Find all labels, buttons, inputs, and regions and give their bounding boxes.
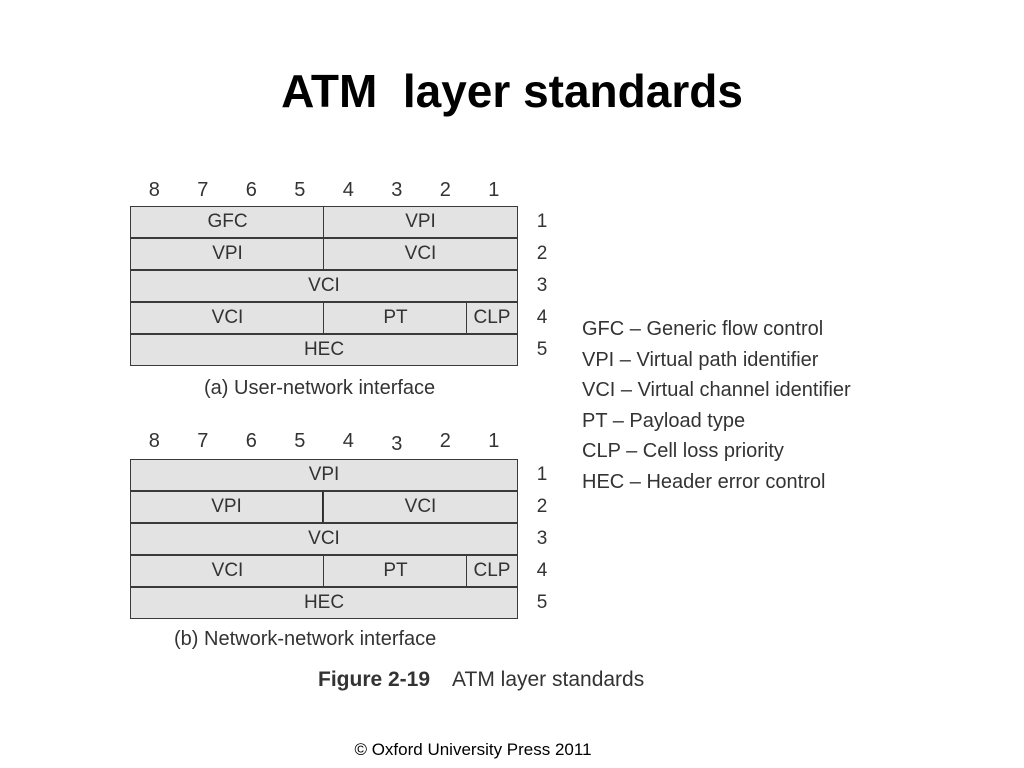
uni-row-5: HEC 5 [130,334,547,366]
bit-number: 6 [245,430,257,452]
nni-vpi-field: VPI [130,459,518,491]
uni-vci-field: VCI [323,238,518,270]
bit-number: 4 [342,179,354,201]
nni-vci-field: VCI [130,555,325,587]
nni-caption: (b) Network-network interface [174,628,437,650]
octet-number: 1 [536,464,548,485]
bit-number: 7 [197,179,209,201]
nni-vci-field: VCI [130,523,518,555]
uni-pt-field: PT [323,302,468,334]
octet-number: 5 [536,592,548,613]
uni-bit-numbers: 8 7 6 5 4 3 2 1 [130,179,518,203]
uni-row-1: GFC VPI 1 [130,206,547,238]
nni-row-4: VCI PT CLP 4 [130,555,547,587]
nni-hec-field: HEC [130,587,518,619]
octet-number: 2 [536,496,548,517]
nni-pt-field: PT [323,555,468,587]
figure-number: Figure 2-19 [318,668,431,691]
nni-clp-field: CLP [466,555,518,587]
octet-number: 3 [536,275,548,296]
nni-bit-numbers: 8 7 6 5 4 3 2 1 [130,430,518,455]
uni-gfc-field: GFC [130,206,325,238]
nni-vpi-field: VPI [130,491,325,523]
uni-vci-field: VCI [130,302,325,334]
abbreviation-legend: GFC – Generic flow control VPI – Virtual… [582,314,851,497]
octet-number: 5 [536,339,548,360]
uni-vci-field: VCI [130,270,518,302]
uni-row-3: VCI 3 [130,270,547,302]
bit-number: 2 [439,179,451,201]
legend-item: HEC – Header error control [582,470,826,493]
bit-number: 8 [148,430,160,452]
legend-item: VCI – Virtual channel identifier [582,379,851,401]
nni-row-3: VCI 3 [130,523,547,555]
nni-row-5: HEC 5 [130,587,547,619]
bit-number: 2 [439,430,451,452]
bit-number: 1 [488,430,500,452]
bit-number: 7 [197,430,209,452]
legend-item: PT – Payload type [582,409,746,432]
bit-number: 6 [245,179,257,201]
figure-caption-text: ATM layer standards [452,668,645,691]
bit-number: 8 [148,179,160,201]
bit-number: 4 [342,430,354,452]
bit-number: 5 [294,430,306,452]
nni-vci-field: VCI [323,491,518,523]
legend-item: VPI – Virtual path identifier [582,348,819,371]
legend-item: GFC – Generic flow control [582,318,824,340]
legend-item: CLP – Cell loss priority [582,440,784,462]
uni-header-diagram: GFC VPI 1 VPI VCI 2 VCI 3 VCI PT CLP 4 H… [130,206,547,366]
uni-vpi-field: VPI [130,238,325,270]
bit-number: 5 [294,179,306,201]
octet-number: 4 [536,307,548,328]
copyright-footer: © Oxford University Press 2011 [354,740,592,759]
uni-row-4: VCI PT CLP 4 [130,302,547,334]
octet-number: 3 [536,528,548,549]
nni-row-2: VPI VCI 2 [130,491,547,523]
nni-row-1: VPI 1 [130,459,547,491]
figure-caption: Figure 2-19 ATM layer standards [318,668,644,692]
octet-number: 2 [536,243,548,264]
nni-header-diagram: VPI 1 VPI VCI 2 VCI 3 VCI PT CLP 4 HEC 5 [130,459,547,619]
bit-number: 3 [391,179,403,201]
uni-vpi-field: VPI [323,206,518,238]
uni-hec-field: HEC [130,334,518,366]
octet-number: 1 [536,211,548,232]
octet-number: 4 [536,560,548,581]
uni-clp-field: CLP [466,302,518,334]
bit-number: 1 [488,179,500,201]
bit-number: 3 [391,433,403,455]
uni-row-2: VPI VCI 2 [130,238,547,270]
slide-title: ATM layer standards [281,65,743,117]
uni-caption: (a) User-network interface [204,377,436,399]
